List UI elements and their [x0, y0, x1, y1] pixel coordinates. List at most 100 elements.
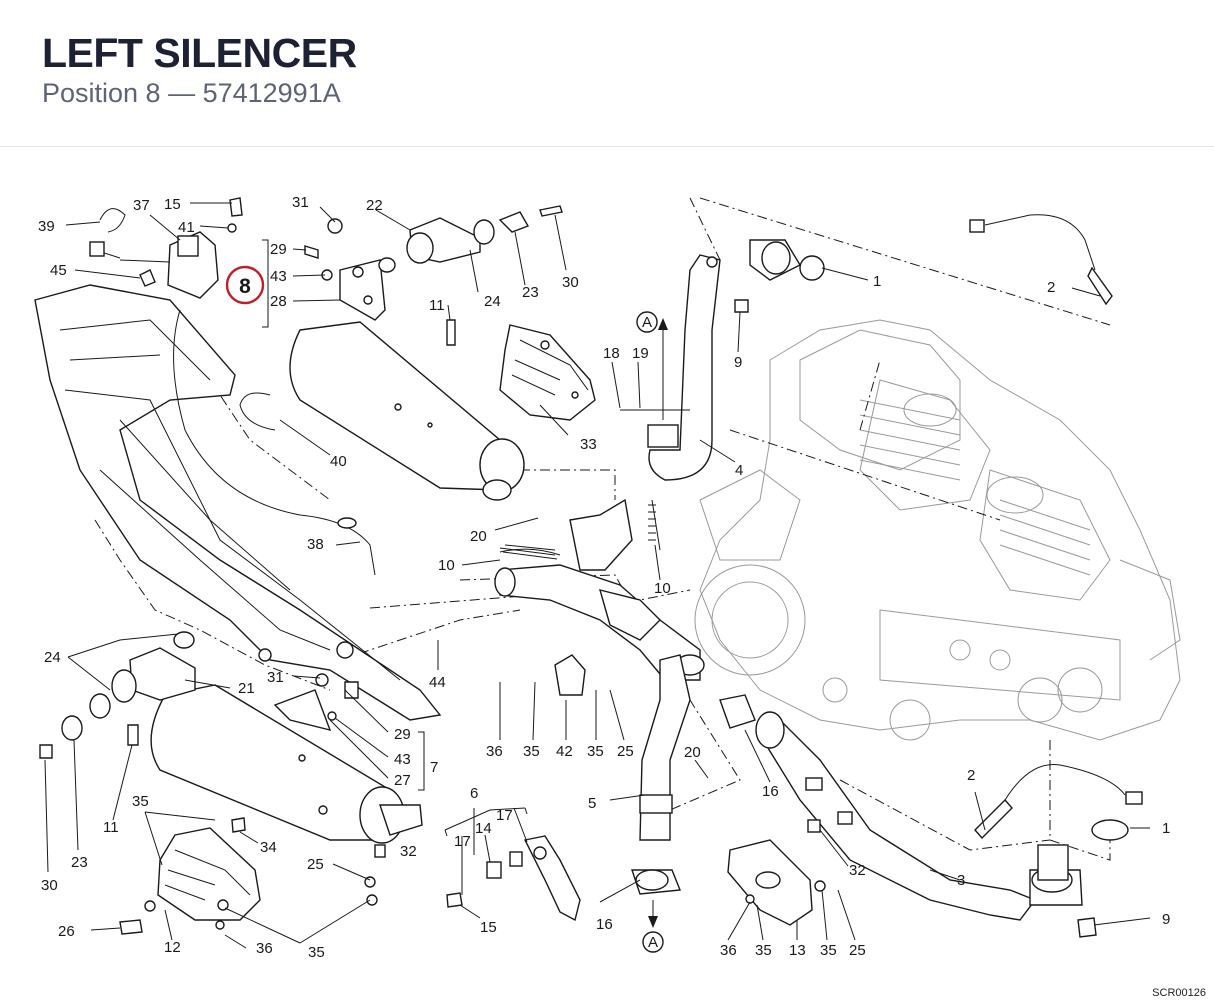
callout-label: 42: [556, 743, 573, 760]
callout-label: 35: [587, 743, 604, 760]
callout-label: 32: [400, 843, 417, 860]
clip-40: [239, 392, 276, 431]
page-title: LEFT SILENCER: [42, 30, 357, 76]
callout-label: 13: [789, 942, 806, 959]
callout-label: 6: [470, 785, 478, 802]
callout-label: 30: [41, 877, 58, 894]
callout-labels: 39 37 15 41 45 31 22 29 43 28 11 24 23 3…: [38, 194, 1170, 961]
front-pipe: [631, 654, 691, 895]
callout-label: 35: [820, 942, 837, 959]
callout-label: 35: [523, 743, 540, 760]
highlight-position-8[interactable]: 8: [225, 265, 265, 305]
mounting-bracket: [304, 218, 386, 321]
page-subtitle: Position 8 — 57412991A: [42, 78, 341, 108]
callout-label: 36: [486, 743, 503, 760]
callout-label: 2: [1047, 279, 1055, 296]
heat-shield-upper: [499, 324, 596, 421]
callout-label: 30: [562, 274, 579, 291]
callout-label: 41: [178, 219, 195, 236]
callout-label: 43: [270, 268, 287, 285]
callout-label: 28: [270, 293, 287, 310]
callout-label: 3: [957, 872, 965, 889]
callout-label: A: [648, 934, 658, 951]
callout-label: 14: [475, 820, 492, 837]
callout-label: 1: [873, 273, 881, 290]
callout-label: 26: [58, 923, 75, 940]
callout-label: 19: [632, 345, 649, 362]
callout-label: 33: [580, 436, 597, 453]
callout-label: 2: [967, 767, 975, 784]
clamp-upper: [378, 205, 563, 346]
callout-label: 25: [617, 743, 634, 760]
leader-lines: [44, 202, 1151, 949]
callout-label: 39: [38, 218, 55, 235]
callout-label: 21: [238, 680, 255, 697]
callout-label: 35: [308, 944, 325, 961]
rear-subframe: [34, 284, 442, 721]
callout-label: 15: [480, 919, 497, 936]
callout-label: 16: [596, 916, 613, 933]
callout-label: 4: [735, 462, 743, 479]
heat-shield-lower: [119, 817, 378, 935]
mounting-plate-lower: [273, 673, 359, 732]
header-pipe-rear: [647, 239, 825, 481]
callout-label: 25: [307, 856, 324, 873]
heat-guard-small: [554, 654, 586, 696]
reference-arrows: [636, 311, 668, 953]
callout-label: 15: [164, 196, 181, 213]
callout-label: 23: [71, 854, 88, 871]
callout-label: 10: [654, 580, 671, 597]
callout-label: 9: [734, 354, 742, 371]
lower-silencer: [150, 684, 423, 858]
drawing-code: SCR00126: [1152, 987, 1206, 999]
callout-label: 7: [430, 759, 438, 776]
callout-label: 20: [684, 744, 701, 761]
callout-label: 18: [603, 345, 620, 362]
callout-label: 24: [44, 649, 61, 666]
callout-label: 43: [394, 751, 411, 768]
callout-label: 45: [50, 262, 67, 279]
highlight-label: 8: [239, 275, 251, 298]
callout-label: 44: [429, 674, 446, 691]
callout-label: 20: [470, 528, 487, 545]
callout-label: 29: [394, 726, 411, 743]
callout-label: 31: [267, 669, 284, 686]
callout-label: 27: [394, 772, 411, 789]
callout-label: 37: [133, 197, 150, 214]
callout-label: 11: [103, 819, 119, 836]
heat-guard-lower: [727, 839, 826, 926]
callout-label: 24: [484, 293, 501, 310]
callout-label: 22: [366, 197, 383, 214]
callout-label: 35: [755, 942, 772, 959]
header-pipe-front: [719, 694, 1129, 938]
callout-label: 17: [496, 807, 513, 824]
upper-silencer: [289, 321, 525, 501]
callout-label: A: [642, 314, 652, 331]
callout-label: 35: [132, 793, 149, 810]
callout-label: 16: [762, 783, 779, 800]
engine-outline: [694, 319, 1181, 741]
callout-label: 34: [260, 839, 277, 856]
callout-label: 17: [454, 833, 471, 850]
callout-label: 1: [1162, 820, 1170, 837]
callout-label: 36: [720, 942, 737, 959]
callout-label: 12: [164, 939, 181, 956]
callout-label: 38: [307, 536, 324, 553]
callout-label: 29: [270, 241, 287, 258]
callout-label: 11: [429, 297, 445, 314]
callout-label: 10: [438, 557, 455, 574]
lower-clamp: [39, 631, 196, 759]
callout-label: 36: [256, 940, 273, 957]
callout-label: 32: [849, 862, 866, 879]
callout-label: 25: [849, 942, 866, 959]
callout-label: 40: [330, 453, 347, 470]
footrest-bracket: [444, 807, 581, 922]
cable-connector: [337, 517, 357, 529]
solenoid-valve: [89, 197, 243, 299]
lambda-sensor-upper: [969, 214, 1113, 306]
callout-label: 5: [588, 795, 596, 812]
header: LEFT SILENCER Position 8 — 57412991A: [0, 0, 1214, 147]
callout-label: 23: [522, 284, 539, 301]
callout-label: 31: [292, 194, 309, 211]
